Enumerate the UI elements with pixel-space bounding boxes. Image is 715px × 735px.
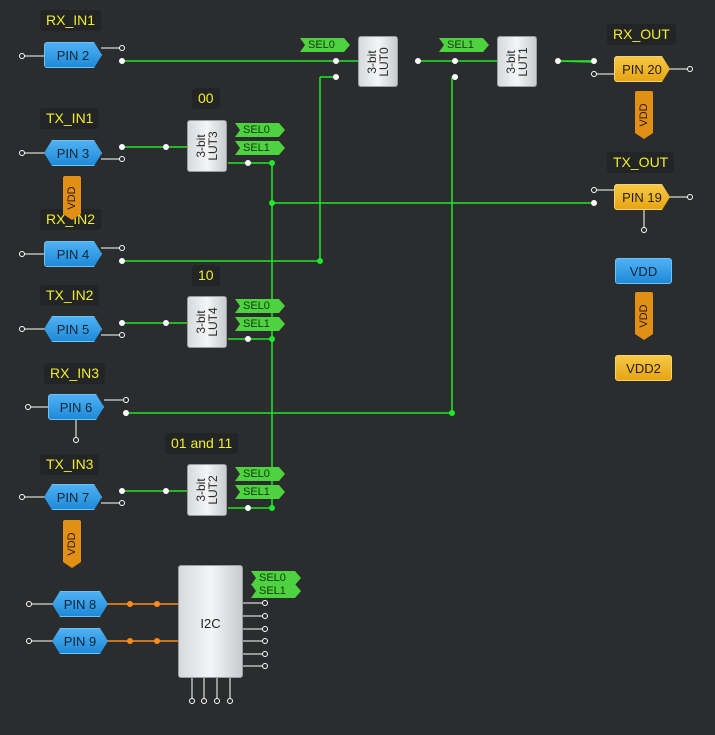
vdd-tab-pin3: VDD <box>63 176 81 220</box>
terminal-stubs <box>25 47 687 698</box>
terminals <box>19 45 693 704</box>
sel1-tag-lut3[interactable]: SEL1 <box>235 141 285 155</box>
pin-7[interactable]: PIN 7 <box>44 484 102 510</box>
vdd2-box[interactable]: VDD2 <box>615 355 672 381</box>
label-code-01-11: 01 and 11 <box>165 433 239 454</box>
sel0-tag-lut3[interactable]: SEL0 <box>235 123 285 137</box>
lut2-block[interactable]: 3-bit LUT2 <box>187 464 227 516</box>
label-rx-in3: RX_IN3 <box>44 363 106 384</box>
vdd-tab-vdd: VDD <box>635 292 653 340</box>
label-rx-in2: RX_IN2 <box>40 209 102 230</box>
pin-3[interactable]: PIN 3 <box>44 140 102 166</box>
pin-6[interactable]: PIN 6 <box>48 394 104 420</box>
pin-2[interactable]: PIN 2 <box>44 42 102 68</box>
vdd-box[interactable]: VDD <box>615 258 672 284</box>
sel0-tag-lut2[interactable]: SEL0 <box>235 467 285 481</box>
label-code-00: 00 <box>192 88 220 109</box>
lut0-block[interactable]: 3-bit LUT0 <box>358 36 398 87</box>
lut3-block[interactable]: 3-bit LUT3 <box>187 120 227 172</box>
i2c-junctions <box>127 601 160 644</box>
label-rx-in1: RX_IN1 <box>40 10 102 31</box>
vdd-tab-pin7: VDD <box>63 520 81 568</box>
label-tx-in1: TX_IN1 <box>40 108 100 129</box>
lut1-block[interactable]: 3-bit LUT1 <box>497 36 537 87</box>
label-tx-in3: TX_IN3 <box>40 454 100 475</box>
sel1-tag-i2c[interactable]: SEL1 <box>251 584 301 598</box>
label-rx-out: RX_OUT <box>607 24 676 45</box>
pin-9[interactable]: PIN 9 <box>52 628 108 654</box>
sel0-tag-lut0[interactable]: SEL0 <box>300 38 350 52</box>
pin-4[interactable]: PIN 4 <box>44 241 102 267</box>
sel0-tag-i2c[interactable]: SEL0 <box>251 571 301 585</box>
vdd-tab-pin20: VDD <box>635 91 653 139</box>
sel0-tag-lut4[interactable]: SEL0 <box>235 299 285 313</box>
lut4-block[interactable]: 3-bit LUT4 <box>187 296 227 348</box>
pin-8[interactable]: PIN 8 <box>52 591 108 617</box>
sel1-tag-lut2[interactable]: SEL1 <box>235 485 285 499</box>
label-tx-out: TX_OUT <box>607 152 675 173</box>
sel1-tag-lut1[interactable]: SEL1 <box>439 38 489 52</box>
pin-5[interactable]: PIN 5 <box>44 316 102 342</box>
label-code-10: 10 <box>192 265 220 286</box>
pin-20[interactable]: PIN 20 <box>614 56 670 82</box>
i2c-block[interactable]: I2C <box>178 565 243 678</box>
i2c-wires <box>108 603 178 642</box>
junctions <box>269 160 455 511</box>
sel1-tag-lut4[interactable]: SEL1 <box>235 317 285 331</box>
pin-19[interactable]: PIN 19 <box>614 184 670 210</box>
label-tx-in2: TX_IN2 <box>40 285 100 306</box>
